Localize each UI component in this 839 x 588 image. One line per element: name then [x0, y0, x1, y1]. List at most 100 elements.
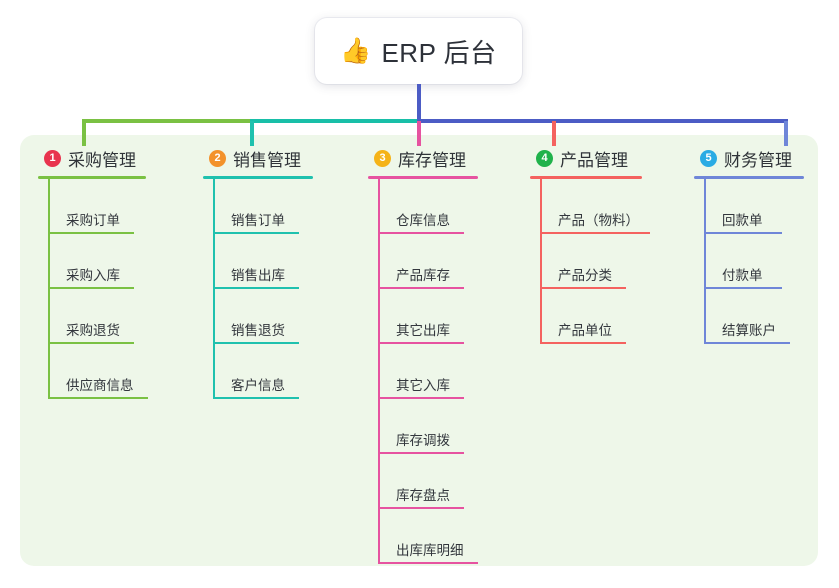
branch-spine [540, 179, 542, 344]
branch-item-label: 出库库明细 [396, 543, 464, 558]
branch-item-label: 产品库存 [396, 268, 450, 283]
branch-item-list: 产品（物料） 产品分类产品单位 [540, 179, 680, 344]
branch-item-underline [48, 287, 134, 289]
branch-item-underline [48, 342, 134, 344]
branch-title: 采购管理 [68, 150, 136, 170]
branch-header-2[interactable]: 2 销售管理 [203, 146, 353, 170]
branch-header-4[interactable]: 4 产品管理 [530, 146, 680, 170]
branch-item-label: 付款单 [722, 268, 763, 283]
branch-item-list: 回款单付款单结算账户 [704, 179, 834, 344]
branch-item-underline [540, 287, 626, 289]
branch-number-badge: 1 [44, 149, 61, 167]
branch-item-underline [378, 562, 478, 564]
branch-item-label: 其它入库 [396, 378, 450, 393]
branch-item-underline [378, 342, 464, 344]
branch-underline [368, 176, 478, 179]
branch-item-underline [540, 232, 650, 234]
branch-item-underline [704, 342, 790, 344]
branch-item[interactable]: 付款单 [704, 234, 834, 289]
branch-item-label: 采购入库 [66, 268, 120, 283]
branch-item[interactable]: 回款单 [704, 179, 834, 234]
branch-item[interactable]: 采购订单 [48, 179, 188, 234]
branch-item-label: 客户信息 [231, 378, 285, 393]
branch-header-5[interactable]: 5 财务管理 [694, 146, 834, 170]
branch-underline [530, 176, 642, 179]
branch-number-badge: 2 [209, 149, 226, 167]
branch-item-label: 库存调拨 [396, 433, 450, 448]
branch-item-underline [213, 342, 299, 344]
branch-title: 产品管理 [560, 150, 628, 170]
branch-item-label: 仓库信息 [396, 213, 450, 228]
branch-item-label: 销售订单 [231, 213, 285, 228]
branch-header-1[interactable]: 1 采购管理 [38, 146, 188, 170]
root-title: ERP 后台 [381, 37, 497, 68]
branch-column-5: 5 财务管理回款单付款单结算账户 [694, 146, 834, 344]
branch-item[interactable]: 其它出库 [378, 289, 518, 344]
branch-number-badge: 5 [700, 149, 717, 167]
root-node[interactable]: 👍 ERP 后台 [315, 18, 522, 84]
branch-item-list: 采购订单采购入库采购退货供应商信息 [48, 179, 188, 399]
branch-underline [38, 176, 146, 179]
branch-item-label: 其它出库 [396, 323, 450, 338]
branch-item-label: 供应商信息 [66, 378, 134, 393]
thumbs-up-icon: 👍 [340, 36, 372, 65]
branch-item[interactable]: 产品分类 [540, 234, 680, 289]
branch-title: 销售管理 [233, 150, 301, 170]
branch-item[interactable]: 仓库信息 [378, 179, 518, 234]
branch-item[interactable]: 采购退货 [48, 289, 188, 344]
branch-item-label: 产品（物料） [558, 213, 639, 228]
branch-item-underline [48, 397, 148, 399]
branch-spine [378, 179, 380, 564]
branch-item-label: 库存盘点 [396, 488, 450, 503]
branch-item-underline [378, 232, 464, 234]
branch-header-3[interactable]: 3 库存管理 [368, 146, 518, 170]
branch-title: 库存管理 [398, 150, 466, 170]
branch-number-badge: 4 [536, 149, 553, 167]
branch-item[interactable]: 出库库明细 [378, 509, 518, 564]
branch-item-label: 回款单 [722, 213, 763, 228]
branch-item-underline [378, 397, 464, 399]
branch-item-underline [48, 232, 134, 234]
branch-item[interactable]: 产品库存 [378, 234, 518, 289]
branch-underline [694, 176, 804, 179]
branch-item[interactable]: 销售订单 [213, 179, 353, 234]
branch-spine [213, 179, 215, 399]
branch-item[interactable]: 产品（物料） [540, 179, 680, 234]
branch-item[interactable]: 其它入库 [378, 344, 518, 399]
branch-item-underline [378, 452, 464, 454]
branch-item[interactable]: 采购入库 [48, 234, 188, 289]
branch-item-label: 采购订单 [66, 213, 120, 228]
branch-title: 财务管理 [724, 150, 792, 170]
branch-item-underline [213, 397, 299, 399]
branch-item-list: 仓库信息产品库存其它出库其它入库库存调拨库存盘点出库库明细 [378, 179, 518, 564]
branch-column-1: 1 采购管理采购订单采购入库采购退货供应商信息 [38, 146, 188, 399]
branch-item-label: 采购退货 [66, 323, 120, 338]
branch-item[interactable]: 结算账户 [704, 289, 834, 344]
branch-item-label: 销售出库 [231, 268, 285, 283]
branch-item[interactable]: 销售出库 [213, 234, 353, 289]
branch-item[interactable]: 客户信息 [213, 344, 353, 399]
branch-number-badge: 3 [374, 149, 391, 167]
branch-item-underline [213, 232, 299, 234]
branch-item[interactable]: 产品单位 [540, 289, 680, 344]
branch-item-underline [378, 287, 464, 289]
branch-column-4: 4 产品管理产品（物料） 产品分类产品单位 [530, 146, 680, 344]
branch-item-label: 产品分类 [558, 268, 612, 283]
branch-item-underline [704, 287, 782, 289]
branch-underline [203, 176, 313, 179]
branch-item[interactable]: 供应商信息 [48, 344, 188, 399]
branch-spine [704, 179, 706, 344]
branch-item-underline [378, 507, 464, 509]
branch-item-list: 销售订单销售出库销售退货客户信息 [213, 179, 353, 399]
branch-item-underline [540, 342, 626, 344]
branch-item[interactable]: 库存调拨 [378, 399, 518, 454]
branch-item-label: 产品单位 [558, 323, 612, 338]
branch-item[interactable]: 库存盘点 [378, 454, 518, 509]
branch-spine [48, 179, 50, 399]
branch-item-label: 销售退货 [231, 323, 285, 338]
branches-panel [20, 135, 818, 566]
branch-item[interactable]: 销售退货 [213, 289, 353, 344]
branch-item-label: 结算账户 [722, 323, 776, 338]
branch-column-3: 3 库存管理仓库信息产品库存其它出库其它入库库存调拨库存盘点出库库明细 [368, 146, 518, 564]
